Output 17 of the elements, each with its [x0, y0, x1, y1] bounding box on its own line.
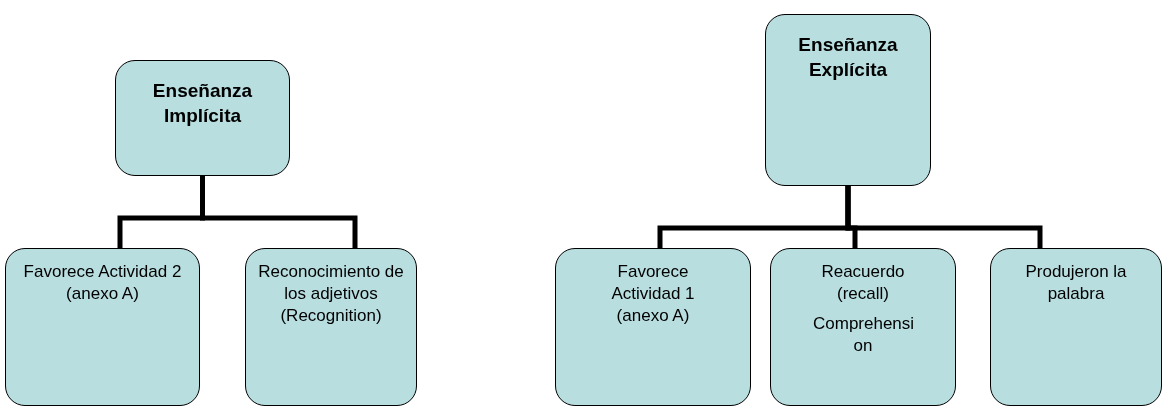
connector-line [845, 186, 1043, 248]
rounded-box [115, 60, 290, 176]
box-heading: Enseñanza Explícita [797, 33, 899, 82]
rounded-box [765, 14, 931, 186]
rounded-box [770, 248, 956, 406]
box-text: Reconocimiento de los adjetivos (Recognition) [257, 261, 405, 328]
connector-line [200, 176, 358, 248]
rounded-box [245, 248, 417, 406]
box-text: Favorece Actividad 1 (anexo A) [610, 261, 696, 328]
rounded-box [555, 248, 751, 406]
box-text: Produjeron la palabra [1024, 261, 1128, 306]
box-heading: Enseñanza Implícita [151, 79, 254, 128]
box-text: Reacuerdo (recall) [820, 261, 906, 306]
rounded-box [990, 248, 1162, 406]
rounded-box [5, 248, 200, 406]
box-text: Comprehensi on [813, 313, 913, 358]
box-text: Favorece Actividad 2 (anexo A) [22, 261, 183, 306]
